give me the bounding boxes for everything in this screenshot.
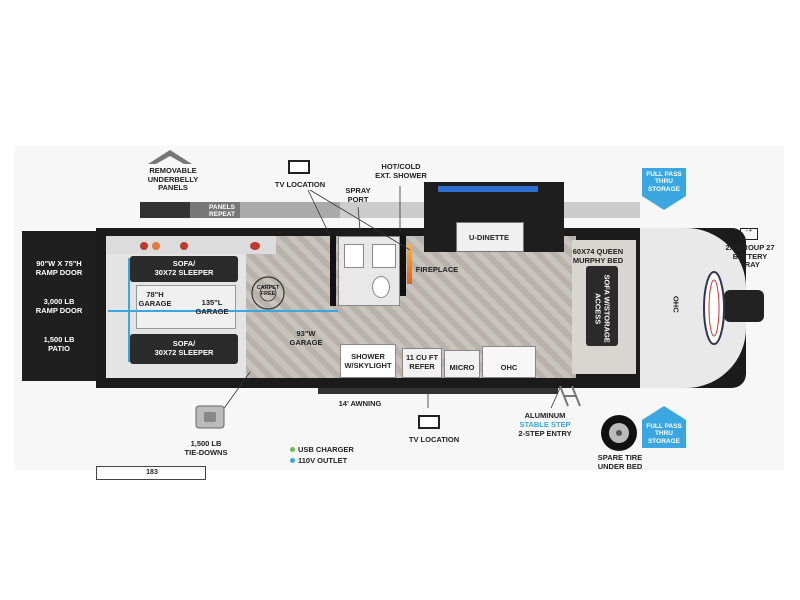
garage-mattress [136, 285, 236, 329]
ohc-kitchen-label: OHC [500, 363, 518, 372]
garage-top-shelf [106, 236, 276, 254]
carpet-free-icon [251, 276, 285, 310]
kitchen-ohc [482, 346, 536, 378]
garage-height-arrow [128, 258, 130, 362]
refer-label: 11 CU FT REFER [405, 353, 439, 371]
tie-down-icon [195, 405, 225, 429]
battery-symbol: - + [746, 228, 752, 234]
vanity [372, 244, 396, 268]
shelf-item [250, 242, 260, 250]
garage-length-label: 135"L GARAGE [195, 298, 229, 316]
ramp-size-label: 90"W x 75"H RAMP DOOR [35, 259, 83, 277]
microwave [444, 350, 480, 378]
shower [340, 344, 396, 378]
rear-ramp-deck [22, 231, 96, 381]
fireplace-label: FIREPLACE [415, 265, 459, 274]
removable-underbelly-label: REMOVABLE UNDERBELLY PANELS [147, 166, 199, 193]
bath-wall-left [330, 236, 336, 306]
shelf-item [140, 242, 148, 250]
usb-charger-dot [290, 447, 295, 452]
sofa-bottom-label: SOFA/ 30x72 SLEEPER [154, 339, 214, 357]
model-box: 183 [96, 466, 206, 480]
shelf-item [152, 242, 160, 250]
front-sofa [586, 266, 618, 346]
awning-bar [318, 388, 558, 394]
dinette-table [456, 222, 524, 252]
outlet-dot [290, 458, 295, 463]
underbelly-chevron-icon [148, 150, 192, 164]
spare-tire-label: SPARE TIRE UNDER BED [597, 453, 643, 471]
garage-height-label: 78"H GARAGE [138, 290, 172, 308]
outlet-label: 110V OUTLET [298, 456, 348, 465]
sofa-top [130, 256, 238, 282]
front-hitch [724, 290, 764, 322]
u-dinette-label: U-DINETTE [469, 233, 509, 242]
tv-icon-top [288, 160, 310, 174]
model-label: 183 [146, 469, 158, 476]
battery-label: 2X GROUP 27 BATTERY TRAY [725, 243, 775, 270]
down-arrow-icon [642, 196, 686, 210]
up-arrow-icon [642, 406, 686, 420]
refrigerator [402, 348, 442, 378]
brand-logo-icon [703, 271, 725, 345]
garage-width-label: 93"W GARAGE [289, 329, 323, 347]
garage-length-arrow [108, 310, 338, 312]
fireplace-wall [400, 236, 406, 296]
panels-repeat-label: PANELS REPEAT [209, 204, 235, 219]
tv-location-top-label: TV LOCATION [274, 180, 326, 189]
murphy-bed-label: 60X74 QUEEN MURPHY BED [572, 247, 624, 265]
full-pass-thru-bottom-badge: FULL PASS THRU STORAGE [642, 420, 686, 448]
usb-charger-label: USB CHARGER [298, 445, 354, 454]
patio-weight-label: 1,500 LB PATIO [43, 335, 75, 353]
full-pass-thru-top-badge: FULL PASS THRU STORAGE [642, 168, 686, 196]
aluminum-step-label-1: ALUMINUM [524, 411, 566, 420]
fireplace-flame [407, 244, 412, 284]
sofa-top-label: SOFA/ 30x72 SLEEPER [154, 259, 214, 277]
shelf-item [180, 242, 188, 250]
aluminum-step-label-2: STABLE STEP [519, 420, 571, 429]
carpet-free-label: CARPET FREE [256, 285, 280, 298]
toilet [372, 276, 390, 298]
sofa-bottom [130, 334, 238, 364]
aluminum-step-label-3: 2-STEP ENTRY [518, 429, 572, 438]
spray-port-label: SPRAY PORT [345, 186, 371, 204]
hot-cold-shower-label: HOT/COLD EXT. SHOWER [375, 162, 427, 180]
sink [344, 244, 364, 268]
entry-step-icon [559, 386, 581, 407]
micro-label: MICRO [449, 363, 475, 372]
awning-label: 14' AWNING [338, 399, 382, 408]
tv-icon-bottom [418, 415, 440, 429]
dinette-window [438, 186, 538, 192]
tv-location-bottom-label: TV LOCATION [408, 435, 460, 444]
spare-tire-icon [601, 415, 637, 451]
battery-icon [740, 228, 758, 240]
ramp-weight-label: 3,000 LB RAMP DOOR [35, 297, 83, 315]
tie-downs-label: 1,500 LB TIE-DOWNS [184, 439, 228, 457]
shower-label: SHOWER w/SKYLIGHT [344, 352, 392, 370]
